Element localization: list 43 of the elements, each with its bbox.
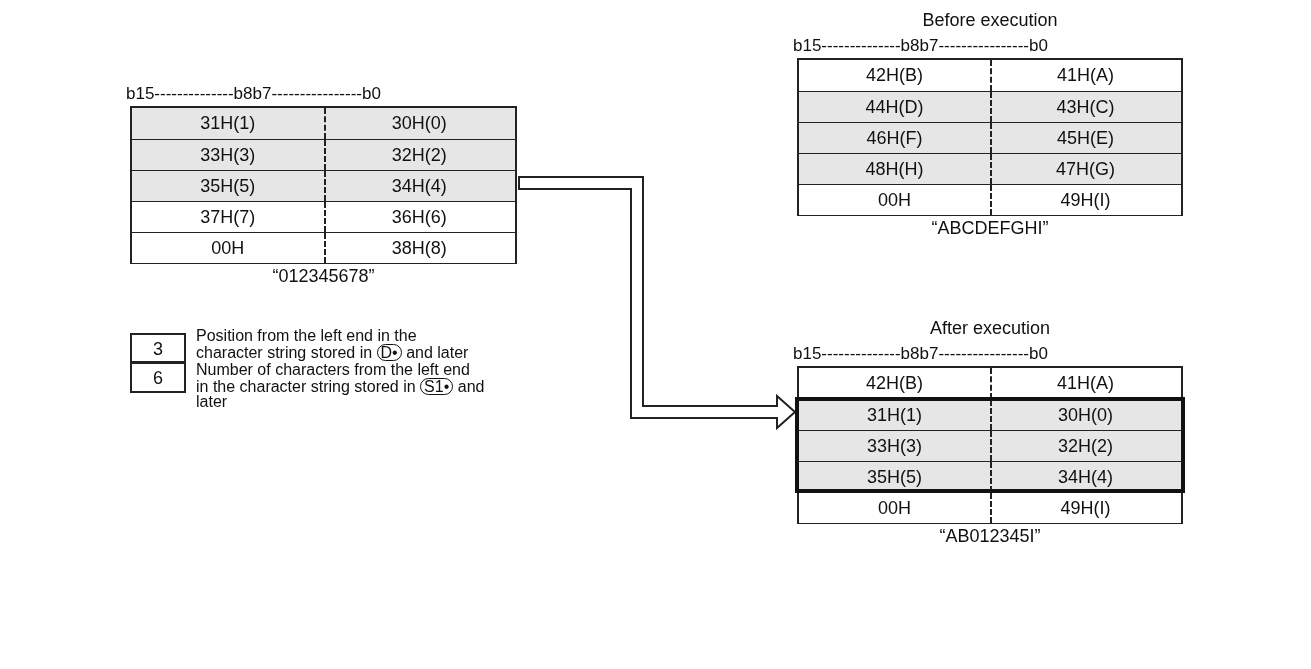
table-title: After execution bbox=[928, 318, 1052, 339]
description-text: Position from the left end in the character string stored in D• and later bbox=[196, 329, 470, 361]
bit-range-label: b15--------------b8b7----------------b0 bbox=[793, 344, 1048, 364]
table-cell-text: 34H(4) bbox=[1057, 466, 1114, 489]
string-caption: “ABCDEFGHI” bbox=[930, 218, 1050, 239]
table-cell-text: 36H(6) bbox=[390, 206, 448, 229]
string-caption: “012345678” bbox=[271, 266, 376, 287]
value-box: 6 bbox=[130, 362, 186, 393]
bit-range-label: b15--------------b8b7----------------b0 bbox=[126, 84, 381, 104]
table-cell-text: 30H(0) bbox=[390, 112, 448, 135]
table-cell-text: 32H(2) bbox=[1057, 435, 1114, 458]
table-cell-text: 00H bbox=[210, 237, 246, 260]
table-cell-text: 32H(2) bbox=[390, 144, 448, 167]
table-cell-text: 00H bbox=[877, 497, 912, 520]
table-cell-text: 49H(I) bbox=[1059, 497, 1112, 520]
table-cell-text: 35H(5) bbox=[199, 175, 257, 198]
hollow-arrow bbox=[518, 176, 797, 431]
table-cell-text: 41H(A) bbox=[1056, 372, 1115, 395]
table-cell-text: 42H(B) bbox=[865, 64, 924, 87]
table-cell-text: 48H(H) bbox=[864, 158, 925, 181]
description-text: Number of characters from the left end in the character string stored in S1• and later bbox=[196, 363, 486, 409]
table-cell-text: 35H(5) bbox=[866, 466, 923, 489]
table-cell-text: 33H(3) bbox=[866, 435, 923, 458]
bit-range-label: b15--------------b8b7----------------b0 bbox=[793, 36, 1048, 56]
table-cell-text: 33H(3) bbox=[199, 144, 257, 167]
table-cell-text: 41H(A) bbox=[1056, 64, 1115, 87]
table-cell-text: 46H(F) bbox=[865, 127, 924, 150]
table-cell-text: 45H(E) bbox=[1056, 127, 1115, 150]
table-cell-text: 43H(C) bbox=[1055, 96, 1116, 119]
table-title: Before execution bbox=[921, 10, 1059, 31]
table-cell-text: 31H(1) bbox=[199, 112, 257, 135]
value-box: 3 bbox=[130, 333, 186, 363]
table-cell-text: 47H(G) bbox=[1055, 158, 1116, 181]
table-cell-text: 38H(8) bbox=[390, 237, 448, 260]
table-cell-text: 44H(D) bbox=[864, 96, 925, 119]
table-cell-text: 00H bbox=[877, 189, 912, 212]
table-cell-text: 37H(7) bbox=[199, 206, 257, 229]
string-caption: “AB012345I” bbox=[938, 526, 1042, 547]
table-cell-text: 31H(1) bbox=[866, 404, 923, 427]
table-cell-text: 30H(0) bbox=[1057, 404, 1114, 427]
table-cell-text: 34H(4) bbox=[390, 175, 448, 198]
table-cell-text: 49H(I) bbox=[1059, 189, 1112, 212]
table-cell-text: 42H(B) bbox=[865, 372, 924, 395]
